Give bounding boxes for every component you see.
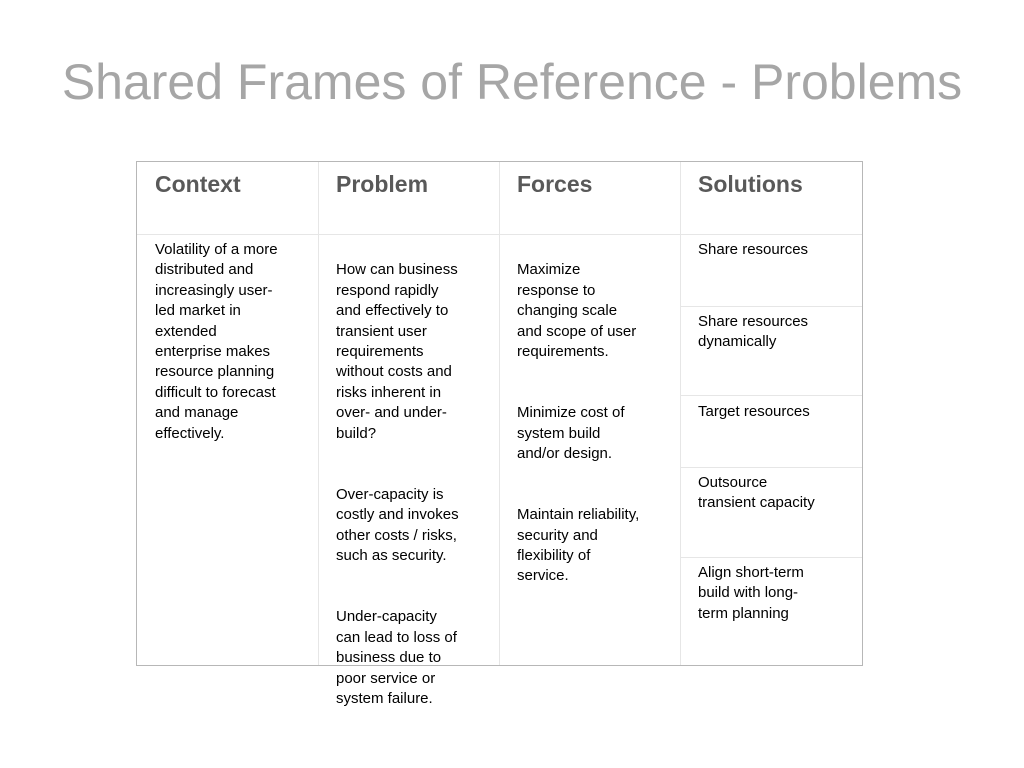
problem-paragraph: How can business respond rapidly and eff…	[336, 261, 458, 442]
column-divider	[318, 162, 319, 665]
header-context: Context	[155, 171, 241, 197]
solution-cell: Align short-term build with long- term p…	[698, 564, 804, 622]
header-solutions: Solutions	[698, 171, 803, 197]
column-divider	[680, 162, 681, 665]
solution-divider	[680, 557, 862, 558]
header-divider	[137, 234, 862, 235]
forces-cell: Maximize response to changing scale and …	[517, 240, 677, 607]
forces-paragraph: Minimize cost of system build and/or des…	[517, 404, 625, 463]
solution-cell: Share resources dynamically	[698, 313, 809, 351]
solution-cell: Outsource transient capacity	[698, 474, 815, 512]
problems-table: Context Problem Forces Solutions Volatil…	[136, 161, 863, 707]
solution-cell: Share resources	[698, 241, 809, 258]
problem-paragraph: Over-capacity is costly and invokes othe…	[336, 485, 459, 565]
solution-divider	[680, 395, 862, 396]
problem-cell: How can business respond rapidly and eff…	[336, 240, 496, 730]
forces-paragraph: Maximize response to changing scale and …	[517, 261, 637, 361]
header-problem: Problem	[336, 171, 429, 197]
context-cell: Volatility of a more distributed and inc…	[155, 241, 278, 442]
problem-paragraph: Under-capacity can lead to loss of busin…	[336, 608, 457, 707]
solution-divider	[680, 306, 862, 307]
solution-cell: Target resources	[698, 403, 810, 420]
header-forces: Forces	[517, 171, 593, 197]
slide-title: Shared Frames of Reference - Problems	[61, 54, 963, 110]
column-divider	[499, 162, 500, 665]
forces-paragraph: Maintain reliability, security and flexi…	[517, 506, 640, 585]
solution-divider	[680, 467, 862, 468]
